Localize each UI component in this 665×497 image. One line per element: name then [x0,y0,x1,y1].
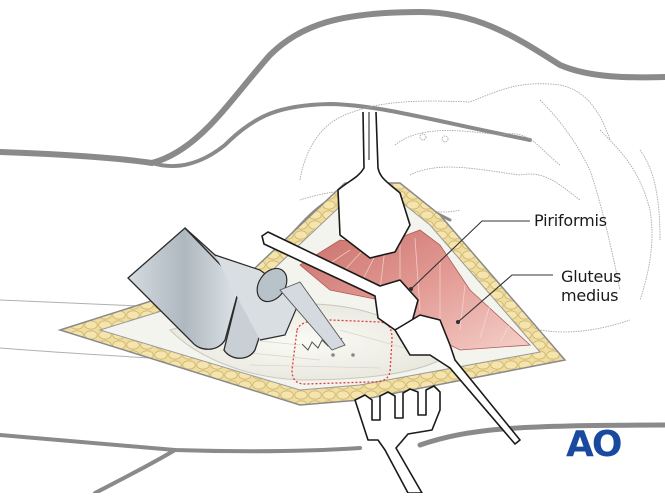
drill-hole [351,353,355,357]
ao-logo: AO [566,424,622,465]
label-piriformis: Piriformis [534,211,607,230]
retractor-right [394,314,521,445]
label-gluteus-medius-line2: medius [561,286,619,305]
drill-hole [331,353,335,357]
retractors [261,111,521,494]
oscillating-saw [127,227,346,359]
retractor-bottom-fork [354,385,441,494]
retractor-top [337,111,411,259]
leader-lines [408,220,553,325]
label-gluteus-medius: Gluteus medius [561,267,621,305]
leader-line-piriformis [410,220,530,290]
label-gluteus-medius-line1: Gluteus [561,267,622,286]
leader-line-gluteus-medius [457,274,553,323]
